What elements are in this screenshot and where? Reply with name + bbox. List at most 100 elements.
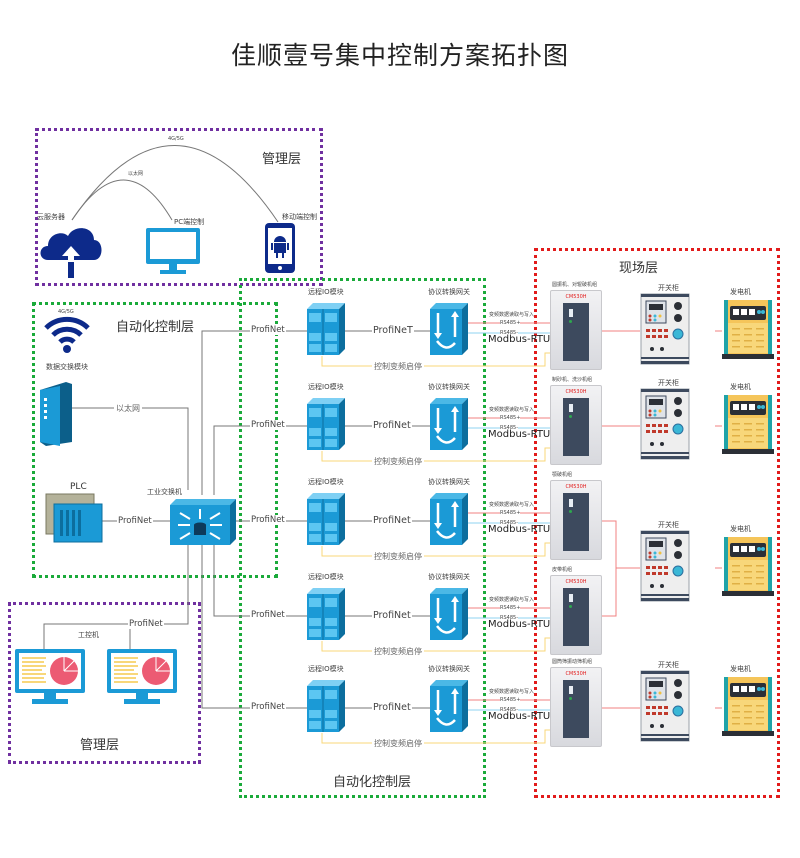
vfd-inverter[interactable]: CM530H xyxy=(550,667,602,747)
generator-icon[interactable] xyxy=(722,393,774,455)
android-icon xyxy=(271,236,289,258)
page-title: 佳顺壹号集中控制方案拓扑图 xyxy=(230,41,569,70)
label-remote-io: 远程IO模块 xyxy=(308,573,344,581)
label-rs485-plus: RS485+ xyxy=(500,697,521,703)
label-remote-io: 远程IO模块 xyxy=(308,383,344,391)
label-protocol-gateway: 协议转换网关 xyxy=(428,383,470,391)
protocol-gateway-icon[interactable] xyxy=(428,680,470,732)
remote-io-module-icon[interactable] xyxy=(305,680,347,732)
label-vfd-group: 颚破机组 xyxy=(552,472,573,478)
link-control-start-stop xyxy=(321,729,550,744)
label-plc-profinet: ProfiNet xyxy=(117,516,153,526)
label-rs485-minus: RS485- xyxy=(500,425,518,431)
label-rs485-minus: RS485- xyxy=(500,520,518,526)
link-4g-arc xyxy=(71,145,279,223)
label-rs485-plus: RS485+ xyxy=(500,415,521,421)
protocol-gateway-icon[interactable] xyxy=(428,398,470,450)
link-switch-ipc xyxy=(43,545,189,652)
wifi-icon xyxy=(44,316,90,353)
label-switchgear: 开关柜 xyxy=(658,521,679,529)
label-modbus-rtu: Modbus-RTU xyxy=(488,429,551,440)
label-vfd-group: 圆振机、对辊破机组 xyxy=(552,282,598,288)
label-generator: 发电机 xyxy=(730,288,751,296)
switchgear-cabinet-icon[interactable] xyxy=(640,670,690,742)
link-control-start-stop xyxy=(321,542,550,557)
label-ethernet-link: 以太网 xyxy=(128,171,144,177)
remote-io-module-icon[interactable] xyxy=(305,398,347,450)
industrial-switch-icon[interactable] xyxy=(168,497,238,547)
vfd-inverter[interactable]: CM530H xyxy=(550,480,602,560)
protocol-gateway-icon[interactable] xyxy=(428,303,470,355)
label-vfd-read-write: 变频数据读取与写入 xyxy=(489,312,535,318)
label-mobile-control: 移动端控制 xyxy=(282,213,317,221)
zone-title-automation-center: 自动化控制层 xyxy=(333,775,412,790)
label-control-start-stop: 控制变频启停 xyxy=(372,738,424,749)
remote-io-module-icon[interactable] xyxy=(305,493,347,545)
link-control-start-stop xyxy=(321,637,550,652)
label-uplink-profinet: ProfiNet xyxy=(250,610,286,620)
label-data-module-ethernet: 以太网 xyxy=(114,403,142,414)
cloud-server-icon[interactable] xyxy=(36,218,106,278)
remote-io-module-icon[interactable] xyxy=(305,303,347,355)
label-control-start-stop: 控制变频启停 xyxy=(372,646,424,657)
zone-automation-left xyxy=(32,302,278,578)
label-rs485-minus: RS485- xyxy=(500,707,518,713)
vfd-brand: CM530H xyxy=(565,579,587,585)
label-uplink-profinet: ProfiNet xyxy=(250,515,286,525)
vfd-inverter[interactable]: CM530H xyxy=(550,575,602,655)
ipc-monitor-icon-2[interactable] xyxy=(106,648,178,706)
label-rs485-plus: RS485+ xyxy=(500,510,521,516)
label-uplink-profinet: ProfiNet xyxy=(250,420,286,430)
switchgear-cabinet-icon[interactable] xyxy=(640,530,690,602)
link-switch-row2 xyxy=(213,425,307,495)
label-vfd-read-write: 变频数据读取与写入 xyxy=(489,502,535,508)
label-generator: 发电机 xyxy=(730,383,751,391)
label-rs485-plus: RS485+ xyxy=(500,605,521,611)
mobile-phone-icon[interactable] xyxy=(264,222,296,274)
pc-monitor-icon[interactable] xyxy=(144,226,204,276)
label-pc-control: PC端控制 xyxy=(174,218,205,226)
vfd-body xyxy=(563,680,589,738)
label-vfd-read-write: 变频数据读取与写入 xyxy=(489,689,535,695)
vfd-body xyxy=(563,588,589,646)
switchgear-cabinet-icon[interactable] xyxy=(640,388,690,460)
plc-icon[interactable] xyxy=(44,492,104,544)
vfd-brand: CM530H xyxy=(565,294,587,300)
label-vfd-group: 圆筒筛振动筛机组 xyxy=(552,659,593,665)
label-vfd-read-write: 变频数据读取与写入 xyxy=(489,597,535,603)
label-control-start-stop: 控制变频启停 xyxy=(372,361,424,372)
label-industrial-switch: 工业交换机 xyxy=(147,488,182,496)
generator-icon[interactable] xyxy=(722,535,774,597)
protocol-gateway-icon[interactable] xyxy=(428,493,470,545)
data-exchange-module-icon[interactable] xyxy=(36,376,76,448)
vfd-inverter[interactable]: CM530H xyxy=(550,385,602,465)
vfd-inverter[interactable]: CM530H xyxy=(550,290,602,370)
protocol-gateway-icon[interactable] xyxy=(428,588,470,640)
label-rs485-minus: RS485- xyxy=(500,330,518,336)
label-rs485-plus: RS485+ xyxy=(500,320,521,326)
label-remote-io: 远程IO模块 xyxy=(308,478,344,486)
label-modbus-rtu: Modbus-RTU xyxy=(488,334,551,345)
label-modbus-rtu: Modbus-RTU xyxy=(488,524,551,535)
link-control-start-stop xyxy=(321,352,550,367)
link-control-start-stop xyxy=(321,447,550,462)
label-control-start-stop: 控制变频启停 xyxy=(372,456,424,467)
zone-title-field: 现场层 xyxy=(619,261,659,276)
label-io-gateway-link: ProfiNet xyxy=(372,702,412,713)
vfd-brand: CM530H xyxy=(565,484,587,490)
generator-icon[interactable] xyxy=(722,298,774,360)
label-io-gateway-link: ProfiNet xyxy=(372,420,412,431)
label-control-start-stop: 控制变频启停 xyxy=(372,551,424,562)
label-remote-io: 远程IO模块 xyxy=(308,288,344,296)
switchgear-cabinet-icon[interactable] xyxy=(640,293,690,365)
ipc-monitor-icon-1[interactable] xyxy=(14,648,86,706)
label-protocol-gateway: 协议转换网关 xyxy=(428,573,470,581)
generator-icon[interactable] xyxy=(722,675,774,737)
label-ipc-profinet: ProfiNet xyxy=(128,619,164,629)
label-remote-io: 远程IO模块 xyxy=(308,665,344,673)
label-data-module: 数据交换模块 xyxy=(46,363,88,371)
link-switch-row5 xyxy=(201,545,307,709)
remote-io-module-icon[interactable] xyxy=(305,588,347,640)
vfd-brand: CM530H xyxy=(565,671,587,677)
